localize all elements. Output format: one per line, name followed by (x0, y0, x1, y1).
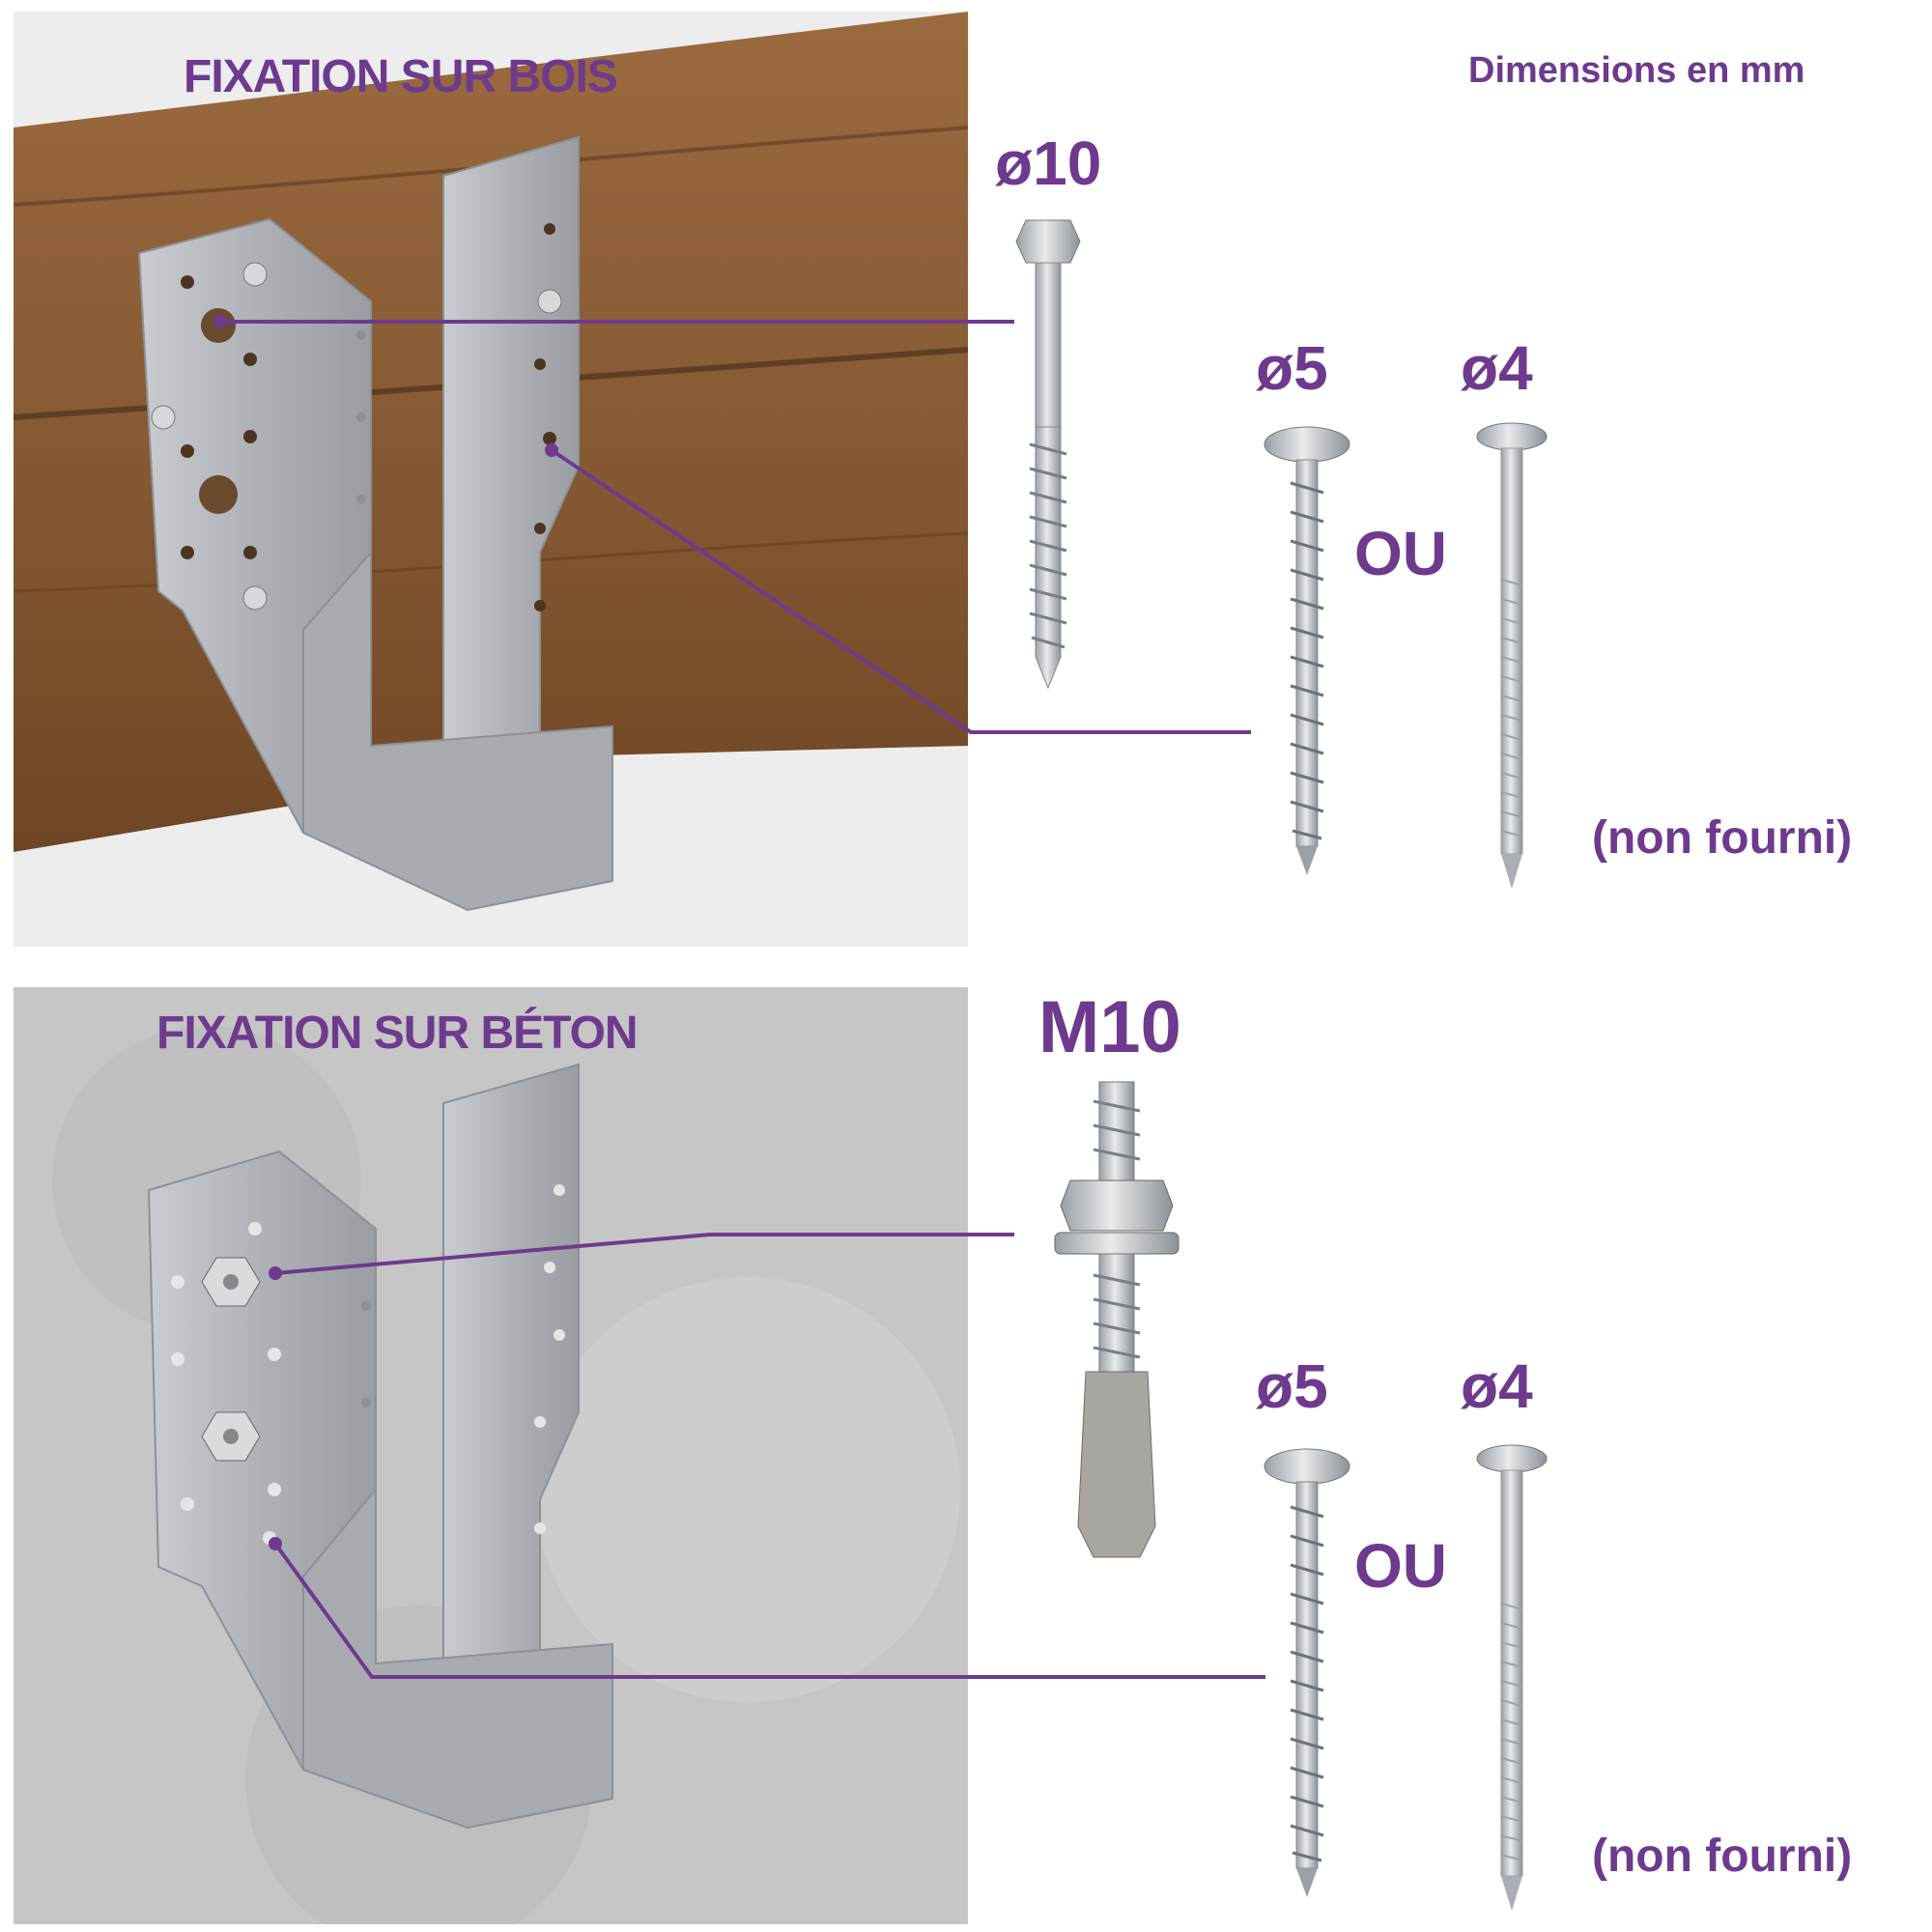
wedge-anchor-icon (1054, 1081, 1179, 1558)
wood-or-label: OU (1354, 519, 1447, 588)
concrete-or-label: OU (1354, 1531, 1447, 1601)
wood-screw-diameter: ø5 (1256, 333, 1328, 403)
concrete-screw-icon (1264, 1448, 1350, 1897)
wood-bolt-diameter: ø10 (995, 128, 1102, 198)
concrete-anchor-size: M10 (1038, 986, 1181, 1068)
concrete-nail-icon (1476, 1444, 1548, 1911)
concrete-screw-diameter: ø5 (1256, 1351, 1328, 1421)
concrete-section-title: FIXATION SUR BÉTON (156, 1008, 639, 1059)
concrete-nail-diameter: ø4 (1461, 1351, 1533, 1421)
ring-nail-icon (1476, 422, 1548, 889)
wood-not-supplied: (non fourni) (1592, 812, 1853, 864)
wood-fixing-photo (14, 12, 968, 947)
leader-lines (213, 315, 1265, 1679)
lag-bolt-icon (1015, 219, 1081, 690)
concrete-wall-illustration (14, 987, 968, 1924)
concrete-not-supplied: (non fourni) (1592, 1831, 1853, 1882)
concrete-fixing-photo (14, 987, 968, 1924)
wood-nail-diameter: ø4 (1461, 333, 1533, 403)
dimensions-note: Dimensions en mm (1468, 50, 1805, 91)
wood-section-title: FIXATION SUR BOIS (184, 51, 618, 102)
wood-screw-icon (1264, 426, 1350, 875)
wood-beam-illustration (14, 12, 968, 912)
